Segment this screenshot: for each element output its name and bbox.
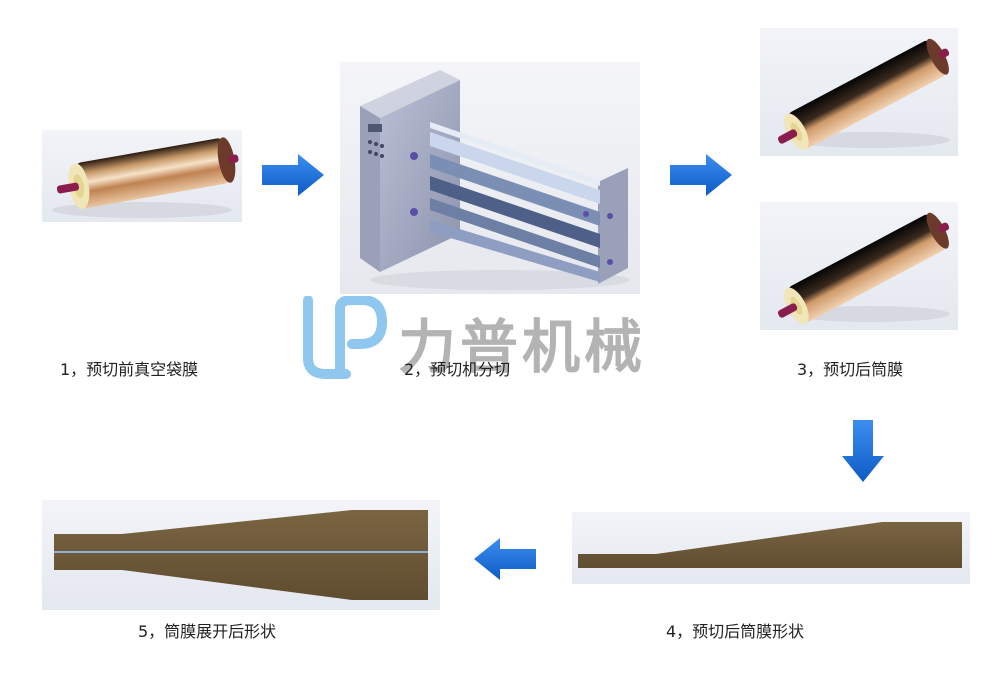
expanded-film-shape-icon	[54, 510, 428, 600]
step5-label: 5，筒膜展开后形状	[138, 622, 277, 641]
step4-label: 4，预切后筒膜形状	[666, 622, 805, 641]
pre-cut-tubular-film-shape-icon	[578, 522, 962, 568]
tubular-film-roll-icon	[777, 38, 950, 150]
step3-image-panel-bottom	[760, 202, 958, 330]
step3-image-panel-top	[760, 28, 958, 156]
step2-image-panel	[340, 62, 640, 294]
step3-label: 3，预切后筒膜	[797, 360, 904, 379]
tubular-film-roll-icon	[777, 212, 950, 324]
step4-image-panel	[572, 512, 970, 584]
vacuum-bag-film-roll-icon	[52, 137, 239, 218]
brand-watermark: 力普机械	[398, 313, 647, 381]
arrow-right-icon	[262, 154, 324, 196]
pre-cutting-machine-icon	[360, 70, 630, 290]
step2-label: 2，预切机分切	[404, 360, 511, 379]
brand-logo-icon	[303, 296, 388, 379]
arrow-left-icon	[474, 538, 536, 580]
step1-label: 1，预切前真空袋膜	[60, 360, 199, 379]
step5-image-panel	[42, 500, 440, 610]
step1-image-panel	[42, 130, 242, 222]
arrow-down-icon	[842, 420, 884, 482]
arrow-right-icon	[670, 154, 732, 196]
